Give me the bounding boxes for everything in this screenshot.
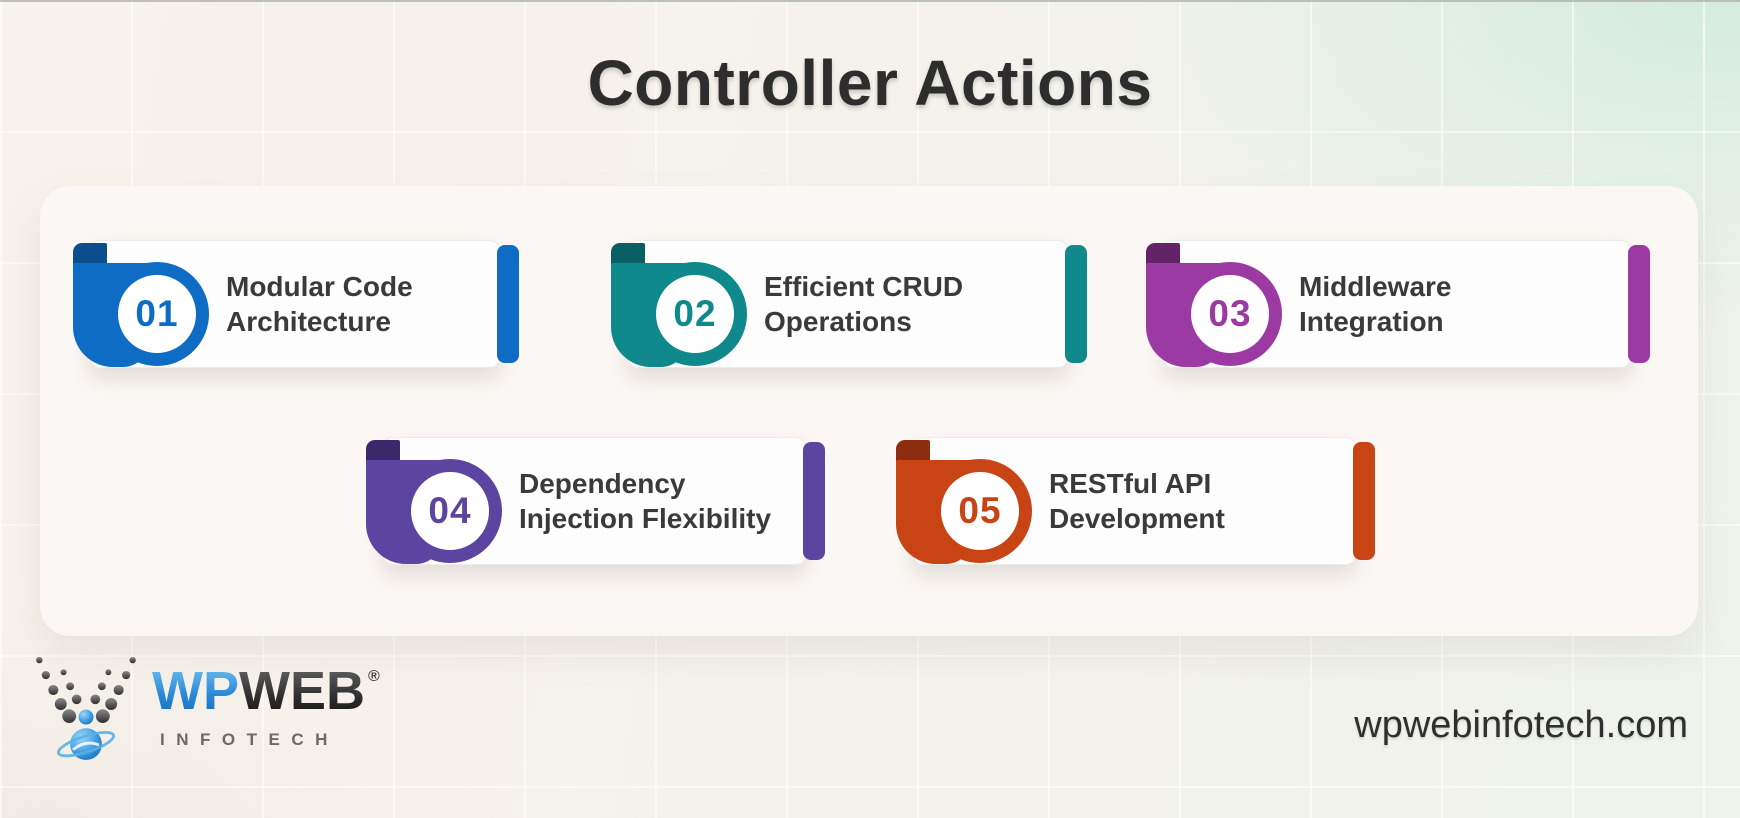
step-label-line: Dependency <box>519 468 686 499</box>
step-label: RESTful API Development <box>1049 466 1225 536</box>
page-title: Controller Actions <box>587 47 1153 119</box>
card-right-accent-bar <box>1065 245 1087 363</box>
step-label-line: Modular Code <box>226 271 413 302</box>
wpweb-wordmark: WPWEB® <box>152 664 380 718</box>
step-label-line: Middleware <box>1299 271 1452 302</box>
card-right-accent-bar <box>803 442 825 560</box>
wpweb-logo-text: WPWEB® INFOTECH <box>152 664 380 750</box>
wpweb-infotech-subtext: INFOTECH <box>160 730 339 749</box>
step-label-line: Integration <box>1299 306 1444 337</box>
step-number-badge: 01 <box>105 262 209 366</box>
step-card-1: 01 Modular Code Architecture <box>73 240 519 368</box>
step-label-line: Operations <box>764 306 912 337</box>
step-label: Dependency Injection Flexibility <box>519 466 771 536</box>
wordmark-web: WEB <box>239 661 365 721</box>
cards-panel: 01 Modular Code Architecture 02 Efficien… <box>40 186 1698 636</box>
step-label-line: Injection Flexibility <box>519 503 772 534</box>
step-number: 04 <box>428 490 472 531</box>
step-number: 05 <box>958 490 1002 531</box>
step-number-badge: 05 <box>928 459 1032 563</box>
card-right-accent-bar <box>1628 245 1650 363</box>
step-card-3: 03 Middleware Integration <box>1146 240 1650 368</box>
step-label-line: Development <box>1049 503 1225 534</box>
step-number-badge: 04 <box>398 459 502 563</box>
wpweb-logo-icon <box>36 656 136 760</box>
step-number-badge: 02 <box>643 262 747 366</box>
card-right-accent-bar <box>497 245 519 363</box>
step-label: Modular Code Architecture <box>226 269 413 339</box>
step-label: Middleware Integration <box>1299 269 1451 339</box>
wordmark-wp: WP <box>152 661 239 721</box>
step-card-4: 04 Dependency Injection Flexibility <box>366 437 825 565</box>
step-label-line: Efficient CRUD <box>764 271 964 302</box>
step-number: 03 <box>1208 293 1252 334</box>
step-label-line: RESTful API <box>1049 468 1212 499</box>
website-url: wpwebinfotech.com <box>1354 704 1688 746</box>
step-number-badge: 03 <box>1178 262 1282 366</box>
step-card-5: 05 RESTful API Development <box>896 437 1375 565</box>
step-number: 01 <box>135 293 179 334</box>
registered-mark: ® <box>367 668 380 685</box>
card-right-accent-bar <box>1353 442 1375 560</box>
wpweb-logo: WPWEB® INFOTECH <box>30 648 380 774</box>
step-card-2: 02 Efficient CRUD Operations <box>611 240 1087 368</box>
step-label-line: Architecture <box>226 306 391 337</box>
step-label: Efficient CRUD Operations <box>764 269 963 339</box>
step-number: 02 <box>673 293 717 334</box>
